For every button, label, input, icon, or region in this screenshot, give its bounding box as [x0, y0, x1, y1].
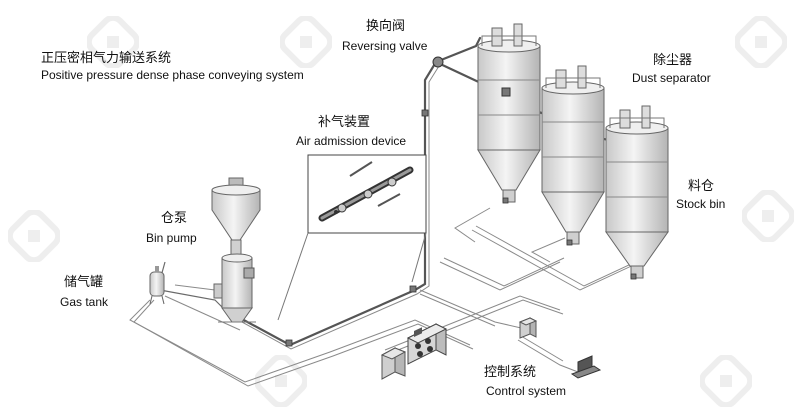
computer-terminal [570, 355, 602, 379]
logo-watermark-icon [735, 16, 787, 68]
logo-watermark-icon [280, 16, 332, 68]
stock-bin-1 [477, 23, 541, 203]
control-cabinet-left [380, 347, 407, 380]
logo-watermark-icon [255, 355, 307, 407]
title-en: Positive pressure dense phase conveying … [41, 68, 304, 82]
pipe-outline [241, 65, 440, 350]
title-zh: 正压密相气力输送系统 [41, 51, 172, 66]
stock-bin-2 [541, 65, 605, 245]
reversing-valve [432, 56, 511, 97]
bin-pump-label-en: Bin pump [146, 231, 197, 245]
gas-tank-label-zh: 储气罐 [64, 275, 104, 290]
air-admission-label-en: Air admission device [296, 134, 407, 148]
control-system-label-zh: 控制系统 [484, 365, 537, 380]
dust-separator-label-en: Dust separator [632, 71, 711, 85]
stock-bin-3 [605, 105, 669, 279]
logo-watermark-icon [87, 16, 139, 68]
reversing-valve-label-zh: 换向阀 [366, 19, 406, 34]
air-admission-callout [277, 154, 427, 321]
dust-separator-label-zh: 除尘器 [653, 53, 693, 68]
feed-hopper [211, 177, 261, 259]
control-cabinet-right [518, 317, 538, 339]
logo-watermark-icon [700, 355, 752, 407]
pipe-joints [285, 109, 637, 347]
gas-tank [149, 266, 165, 305]
gas-tank-label-en: Gas tank [60, 295, 109, 309]
logo-watermark-icon [742, 190, 794, 242]
stock-bin-label-zh: 料仓 [688, 179, 715, 194]
control-system-label-en: Control system [486, 384, 567, 398]
stock-bin-label-en: Stock bin [676, 197, 726, 211]
bin-pump [213, 253, 256, 323]
reversing-valve-label-en: Reversing valve [342, 39, 428, 53]
bin-pump-label-zh: 仓泵 [161, 211, 188, 226]
air-admission-label-zh: 补气装置 [318, 115, 371, 130]
logo-watermark-icon [8, 210, 60, 262]
control-cabinet-main [406, 323, 448, 365]
